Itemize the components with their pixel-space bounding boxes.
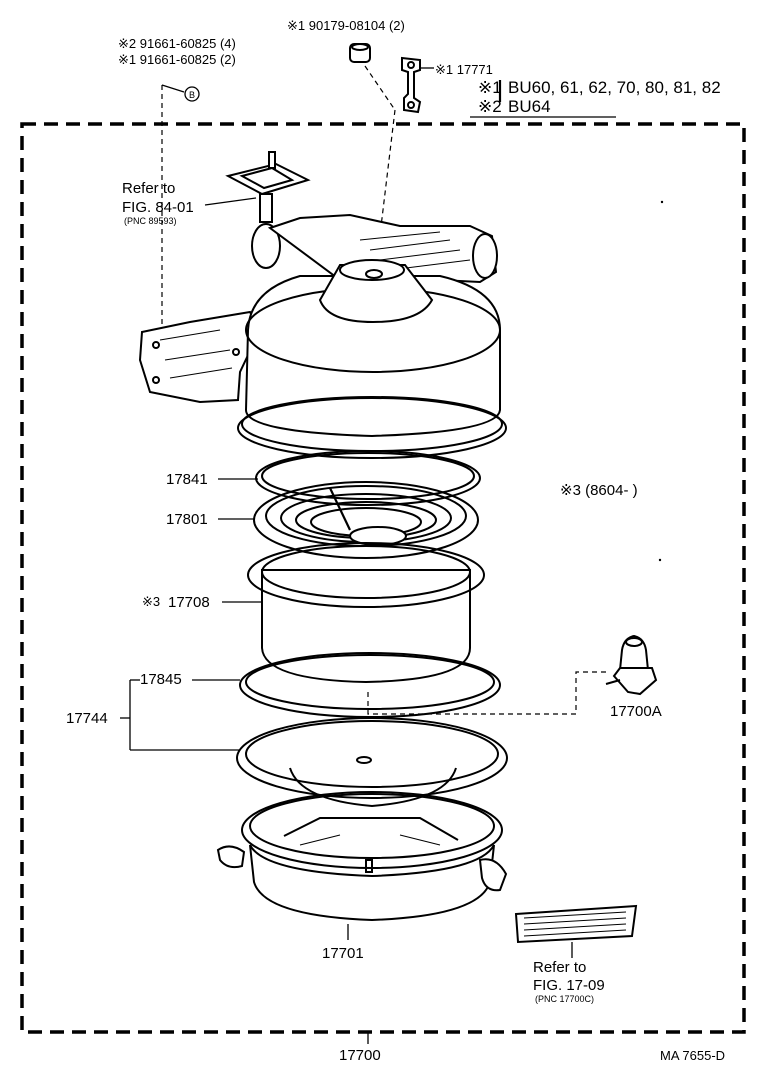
note1-models: BU60, 61, 62, 70, 80, 81, 82 bbox=[508, 78, 721, 97]
label-91661-60825-b: ※1 91661-60825 (2) bbox=[118, 52, 236, 67]
drawing-id: MA 7655-D bbox=[660, 1048, 725, 1063]
ref1-pnc: (PNC 89593) bbox=[124, 216, 177, 226]
leader-grommet bbox=[364, 65, 396, 111]
note1-mark: ※1 bbox=[478, 78, 502, 97]
callout-17841: 17841 bbox=[166, 471, 208, 488]
main-part-number: 17700 bbox=[339, 1047, 381, 1064]
bracket-17771 bbox=[401, 56, 422, 114]
case-17701 bbox=[216, 791, 508, 922]
leader-b bbox=[161, 84, 185, 93]
label-plate bbox=[514, 904, 638, 944]
callout-17708-mark: ※3 bbox=[142, 594, 160, 609]
leader-17700A-dashed bbox=[367, 671, 610, 715]
callout-17708: 17708 bbox=[168, 594, 210, 611]
element-17708 bbox=[247, 542, 485, 684]
ref1-line1: Refer to bbox=[122, 180, 175, 197]
callout-17744: 17744 bbox=[66, 710, 108, 727]
ref2-pnc: (PNC 17700C) bbox=[535, 994, 594, 1004]
gasket-17845 bbox=[239, 652, 501, 718]
stray-dot bbox=[660, 200, 664, 204]
mounting-bracket bbox=[138, 310, 262, 404]
callout-17845: 17845 bbox=[140, 671, 182, 688]
note2-mark: ※2 bbox=[478, 97, 502, 116]
callout-17700A: 17700A bbox=[610, 703, 662, 720]
gasket-17841 bbox=[255, 450, 481, 506]
label-17771: ※1 17771 bbox=[435, 62, 493, 77]
note3-range: ※3 (8604- ) bbox=[560, 482, 638, 499]
label-90179-08104: ※1 90179-08104 (2) bbox=[287, 18, 405, 33]
valve-17700A bbox=[605, 634, 658, 696]
case-inner-ring bbox=[236, 717, 508, 808]
callout-17701: 17701 bbox=[322, 945, 364, 962]
air-cleaner-cap bbox=[244, 259, 501, 438]
ref2-line2: FIG. 17-09 bbox=[533, 977, 605, 994]
ref1-line2: FIG. 84-01 bbox=[122, 199, 194, 216]
ref2-line1: Refer to bbox=[533, 959, 586, 976]
grommet-90179 bbox=[349, 43, 371, 63]
note2-models: BU64 bbox=[508, 97, 551, 116]
vacuum-switch bbox=[225, 151, 311, 269]
leader-grommet-down bbox=[379, 109, 396, 236]
circle-b-letter: B bbox=[189, 90, 195, 100]
label-91661-60825-a: ※2 91661-60825 (4) bbox=[118, 36, 236, 51]
stray-dot bbox=[658, 558, 662, 562]
element-17801 bbox=[253, 481, 479, 559]
callout-17801: 17801 bbox=[166, 511, 208, 528]
leader-ref1 bbox=[204, 197, 257, 206]
assembly-frame bbox=[20, 122, 746, 1034]
circle-b-symbol: B bbox=[184, 86, 200, 102]
